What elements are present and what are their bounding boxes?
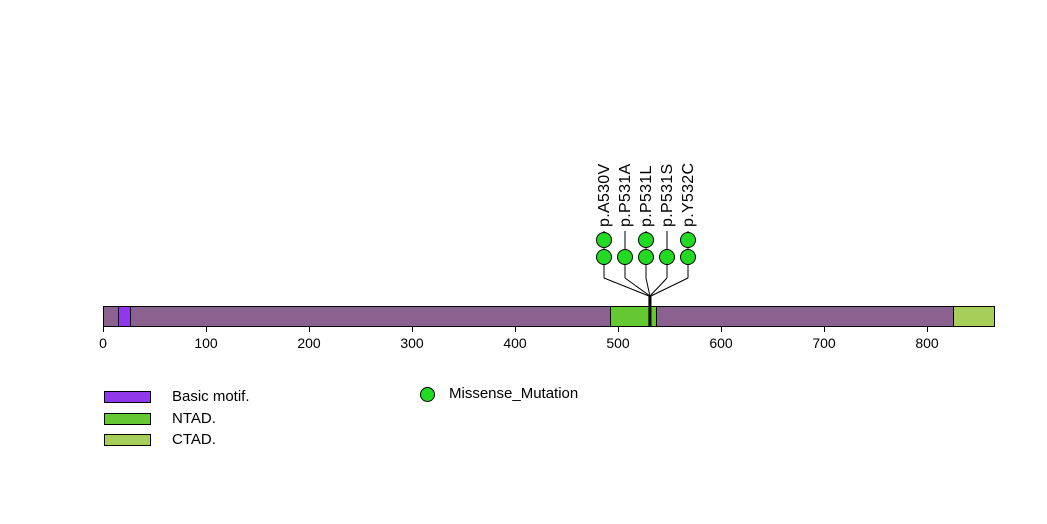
axis-tick-label: 0 <box>99 335 107 351</box>
axis-tick-label: 400 <box>503 335 527 351</box>
axis-tick-label: 300 <box>400 335 424 351</box>
mutation-point <box>596 249 612 265</box>
legend-swatch-basic-motif <box>104 391 151 403</box>
axis-tick <box>927 327 928 332</box>
mutation-point <box>659 249 675 265</box>
axis-tick <box>309 327 310 332</box>
legend-label-basic-motif: Basic motif. <box>172 388 250 405</box>
legend-label-ctad: CTAD. <box>172 431 216 448</box>
mutation-label: p.P531A <box>617 163 634 227</box>
axis-tick <box>721 327 722 332</box>
mutation-point <box>680 249 696 265</box>
axis-tick <box>618 327 619 332</box>
mutation-point <box>617 249 633 265</box>
mutation-point <box>596 232 612 248</box>
legend-swatch-ctad <box>104 434 151 446</box>
axis-tick-label: 700 <box>812 335 836 351</box>
axis-tick <box>515 327 516 332</box>
axis-tick-label: 800 <box>915 335 939 351</box>
axis-tick <box>206 327 207 332</box>
legend-label-ntad: NTAD. <box>172 409 216 427</box>
mutation-label: p.A530V <box>596 163 613 227</box>
axis-tick <box>103 327 104 332</box>
axis-tick-label: 200 <box>297 335 321 351</box>
legend-label-missense-mutation: Missense_Mutation <box>449 385 579 402</box>
axis-tick-label: 100 <box>194 335 218 351</box>
mutation-label: p.Y532C <box>680 162 697 227</box>
protein-backbone-bar <box>103 306 995 327</box>
mutation-point <box>638 249 654 265</box>
legend-marker-circle-icon <box>419 386 435 402</box>
mutation-label: p.P531S <box>659 163 676 227</box>
axis-tick <box>412 327 413 332</box>
legend-swatch-ntad <box>104 412 151 425</box>
axis-tick-label: 500 <box>606 335 630 351</box>
mutation-label: p.P531L <box>638 165 655 227</box>
domain-basic-motif <box>118 306 131 327</box>
mutation-point <box>638 232 654 248</box>
axis-tick-label: 600 <box>709 335 733 351</box>
domain-ctad <box>952 306 995 327</box>
mutation-point <box>680 232 696 248</box>
domain-ntad <box>609 306 658 327</box>
axis-tick <box>824 327 825 332</box>
